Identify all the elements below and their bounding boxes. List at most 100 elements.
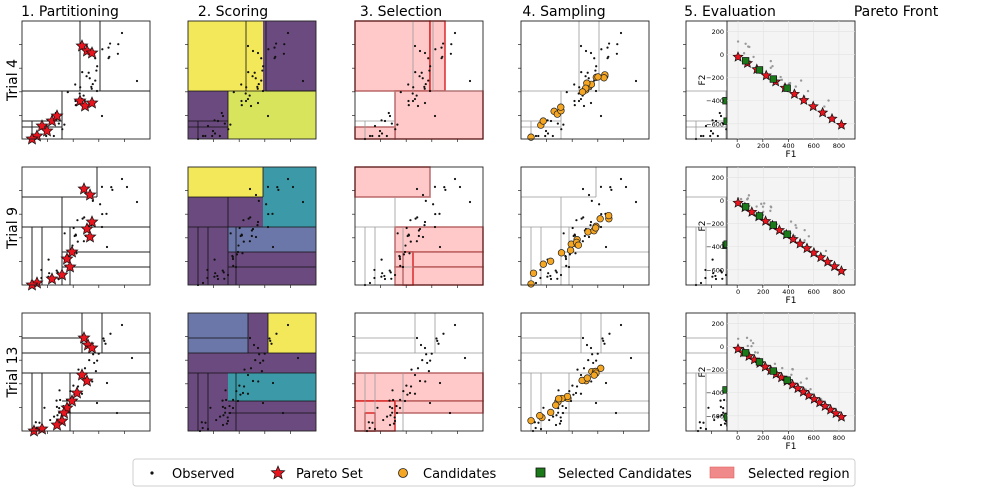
candidate-point <box>578 88 587 96</box>
observed-point <box>242 385 246 388</box>
candidate-point <box>600 74 608 82</box>
observed-point <box>102 337 105 340</box>
observed-point <box>388 405 392 409</box>
observed-point <box>241 252 244 255</box>
observed-point <box>38 421 41 424</box>
observed-point <box>722 407 725 410</box>
pareto-star <box>732 51 744 62</box>
observed-point <box>368 426 371 430</box>
pareto-observed-point <box>739 197 743 201</box>
observed-point <box>385 415 389 418</box>
pareto-y-axis-label: F2 <box>698 221 708 232</box>
observed-point <box>586 71 589 74</box>
observed-point <box>546 119 549 122</box>
observed-point <box>571 226 574 230</box>
observed-point <box>579 392 583 395</box>
selected-candidate-point <box>769 367 777 375</box>
observed-point <box>228 411 232 415</box>
panel-frame <box>21 166 151 286</box>
pareto-star <box>822 255 834 267</box>
panel-frame <box>187 312 317 432</box>
selected-region <box>354 20 431 92</box>
observed-point <box>224 389 227 392</box>
pareto-x-tick-label: 0 <box>736 434 740 442</box>
observed-point <box>398 398 402 401</box>
column-title-scoring: 2. Scoring <box>198 4 268 20</box>
selected-region <box>354 372 484 402</box>
observed-point <box>571 384 574 387</box>
observed-point <box>226 273 230 277</box>
observed-point <box>584 75 587 78</box>
observed-point <box>206 124 210 128</box>
observed-point <box>273 46 276 49</box>
observed-point <box>423 85 426 88</box>
pareto-observed-point <box>779 75 782 79</box>
pareto-y-tick-label: 0 <box>720 51 724 59</box>
observed-point <box>274 55 277 58</box>
observed-point <box>580 71 583 74</box>
observed-point <box>579 44 583 48</box>
observed-point <box>716 415 720 418</box>
observed-point <box>704 124 708 128</box>
observed-point <box>583 234 586 238</box>
score-region <box>188 21 263 91</box>
observed-point <box>391 389 394 392</box>
observed-point <box>388 114 392 118</box>
observed-point <box>228 404 231 408</box>
observed-point <box>421 358 424 362</box>
observed-point <box>91 380 94 383</box>
observed-point <box>221 423 225 427</box>
observed-point <box>43 406 46 409</box>
observed-point <box>604 245 608 249</box>
observed-point <box>47 258 50 261</box>
score-region <box>228 373 316 401</box>
pareto-observed-point <box>803 239 806 242</box>
pareto-observed-point <box>755 205 758 208</box>
observed-point <box>556 122 559 125</box>
observed-point <box>266 225 270 229</box>
selected-region <box>354 166 431 198</box>
observed-point <box>401 265 405 269</box>
observed-point <box>222 271 225 274</box>
observed-point <box>92 353 95 356</box>
observed-point <box>410 368 413 371</box>
observed-point <box>423 224 426 227</box>
observed-point <box>589 51 593 55</box>
observed-point <box>267 48 270 51</box>
observed-point <box>286 323 290 327</box>
pareto-x-tick-label: 600 <box>807 142 819 150</box>
pareto-observed-point <box>769 205 772 208</box>
panel-row2-col1 <box>19 166 151 291</box>
observed-point <box>714 277 718 281</box>
observed-point <box>214 272 217 275</box>
observed-point <box>434 212 437 216</box>
observed-point <box>91 82 94 86</box>
observed-point <box>415 240 418 243</box>
selected-region <box>394 226 484 253</box>
observed-point <box>719 399 722 402</box>
observed-point <box>718 111 721 115</box>
score-region <box>188 313 248 353</box>
observed-point <box>222 414 225 417</box>
observed-point <box>433 185 437 188</box>
observed-point <box>428 401 432 405</box>
observed-point <box>575 219 578 222</box>
observed-point <box>135 200 139 204</box>
observed-point <box>408 391 412 395</box>
observed-point <box>204 134 207 138</box>
observed-point <box>453 31 457 35</box>
pareto-observed-point <box>750 344 753 348</box>
observed-point <box>218 134 221 138</box>
observed-point <box>714 119 718 123</box>
observed-point <box>260 370 264 373</box>
candidate-point <box>605 211 613 220</box>
observed-point <box>709 129 713 133</box>
observed-point <box>724 273 728 277</box>
observed-point <box>721 122 724 125</box>
observed-point <box>231 406 235 410</box>
observed-point <box>418 75 421 78</box>
selected-candidate-point <box>755 358 764 366</box>
observed-point <box>371 134 374 138</box>
